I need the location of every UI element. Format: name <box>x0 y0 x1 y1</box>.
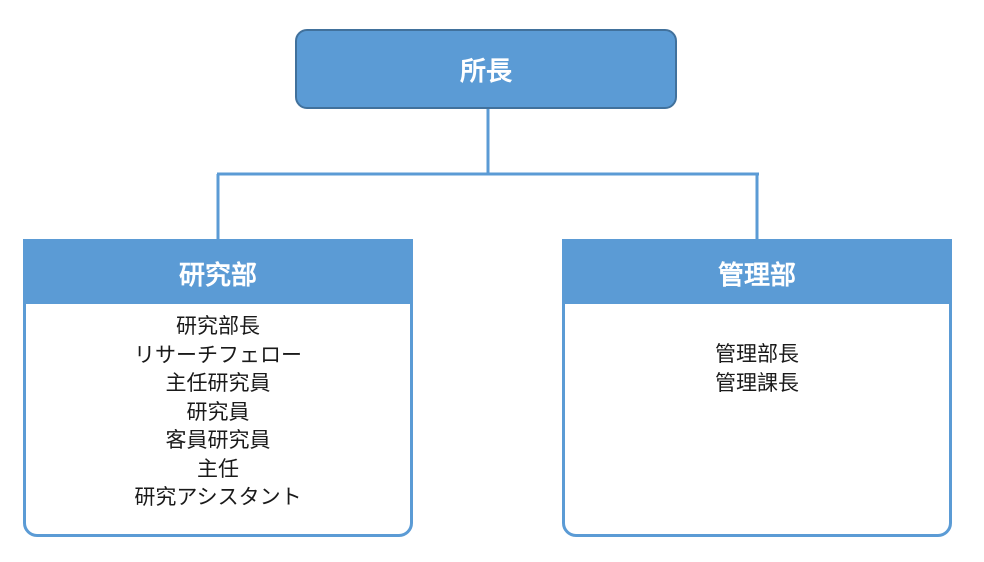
root-node-label: 所長 <box>459 56 512 87</box>
department-administration: 管理部 管理部長 管理課長 <box>562 239 952 537</box>
role-item: 管理部長 <box>715 342 799 366</box>
role-item: 客員研究員 <box>165 428 271 452</box>
department-administration-header: 管理部 <box>565 242 949 304</box>
department-research-header: 研究部 <box>26 242 410 304</box>
department-research-role-list: 研究部長 リサーチフェロー 主任研究員 研究員 客員研究員 主任 研究アシスタン… <box>26 312 410 512</box>
role-item: リサーチフェロー <box>134 342 302 367</box>
role-item: 主任 <box>197 456 239 481</box>
role-item: 管理課長 <box>715 370 799 395</box>
department-administration-role-list: 管理部長 管理課長 <box>565 340 949 397</box>
root-node-director: 所長 <box>295 29 677 109</box>
department-research: 研究部 研究部長 リサーチフェロー 主任研究員 研究員 客員研究員 主任 研究ア… <box>23 239 413 537</box>
role-item: 研究アシスタント <box>134 485 302 509</box>
department-administration-title: 管理部 <box>717 260 796 291</box>
role-item: 研究員 <box>186 399 250 424</box>
department-research-title: 研究部 <box>178 260 257 291</box>
role-item: 主任研究員 <box>165 371 271 395</box>
role-item: 研究部長 <box>176 314 260 338</box>
